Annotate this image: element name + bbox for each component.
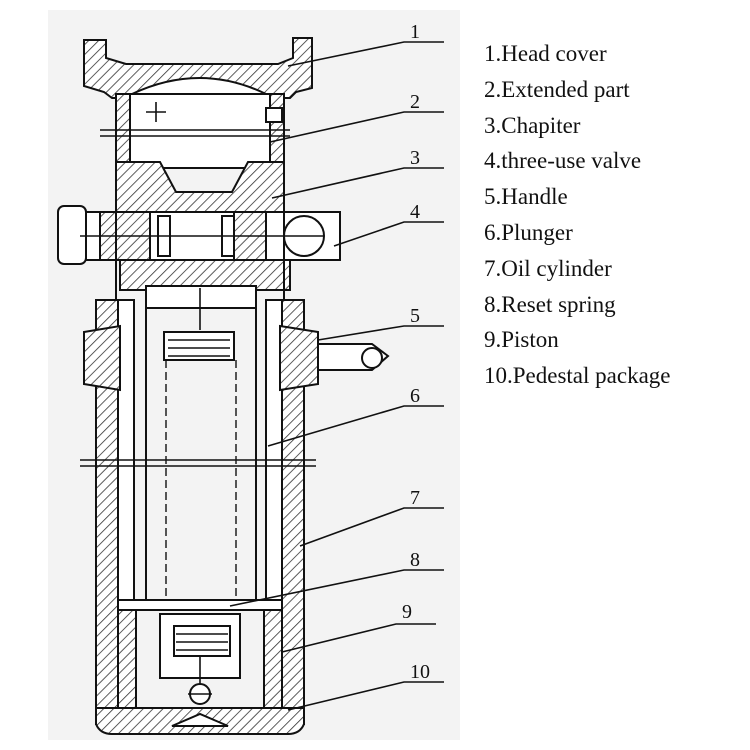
callout-5: 5 [410, 305, 420, 327]
callout-3: 3 [410, 147, 420, 169]
legend-item-reset-spring: 8.Reset spring [484, 291, 616, 317]
legend-item-pedestal-package: 10.Pedestal package [484, 363, 671, 389]
callout-10: 10 [410, 661, 430, 683]
head-cover [83, 37, 313, 99]
legend-item-head-cover: 1.Head cover [484, 41, 607, 66]
pedestal-package [95, 707, 305, 735]
leader-lines [229, 41, 444, 711]
callout-7: 7 [410, 487, 420, 509]
three-use-valve [57, 205, 341, 265]
legend-item-three-use-valve: 4.three-use valve [484, 148, 642, 174]
callout-9: 9 [402, 601, 412, 623]
legend-item-plunger: 6.Plunger [484, 219, 573, 245]
callout-1: 1 [410, 21, 420, 43]
callout-8: 8 [410, 549, 420, 571]
callout-4: 4 [410, 201, 420, 223]
legend-item-chapiter: 3.Chapiter [484, 112, 581, 138]
piston-assembly [117, 599, 283, 711]
callout-2: 2 [410, 91, 420, 113]
handle [83, 324, 390, 392]
legend-item-extended-part: 2.Extended part [484, 76, 630, 102]
extended-part [100, 93, 290, 169]
legend-item-handle: 5.Handle [484, 184, 568, 210]
callout-numbers: 1 2 3 4 5 6 7 8 9 10 [402, 21, 430, 683]
oil-cylinder [95, 160, 305, 725]
legend-item-oil-cylinder: 7.Oil cylinder [484, 255, 612, 281]
parts-legend: 1.Head cover 2.Extended part 3.Chapiter … [484, 36, 670, 394]
plunger [80, 285, 316, 607]
callout-6: 6 [410, 385, 420, 407]
legend-item-piston: 9.Piston [484, 327, 559, 353]
